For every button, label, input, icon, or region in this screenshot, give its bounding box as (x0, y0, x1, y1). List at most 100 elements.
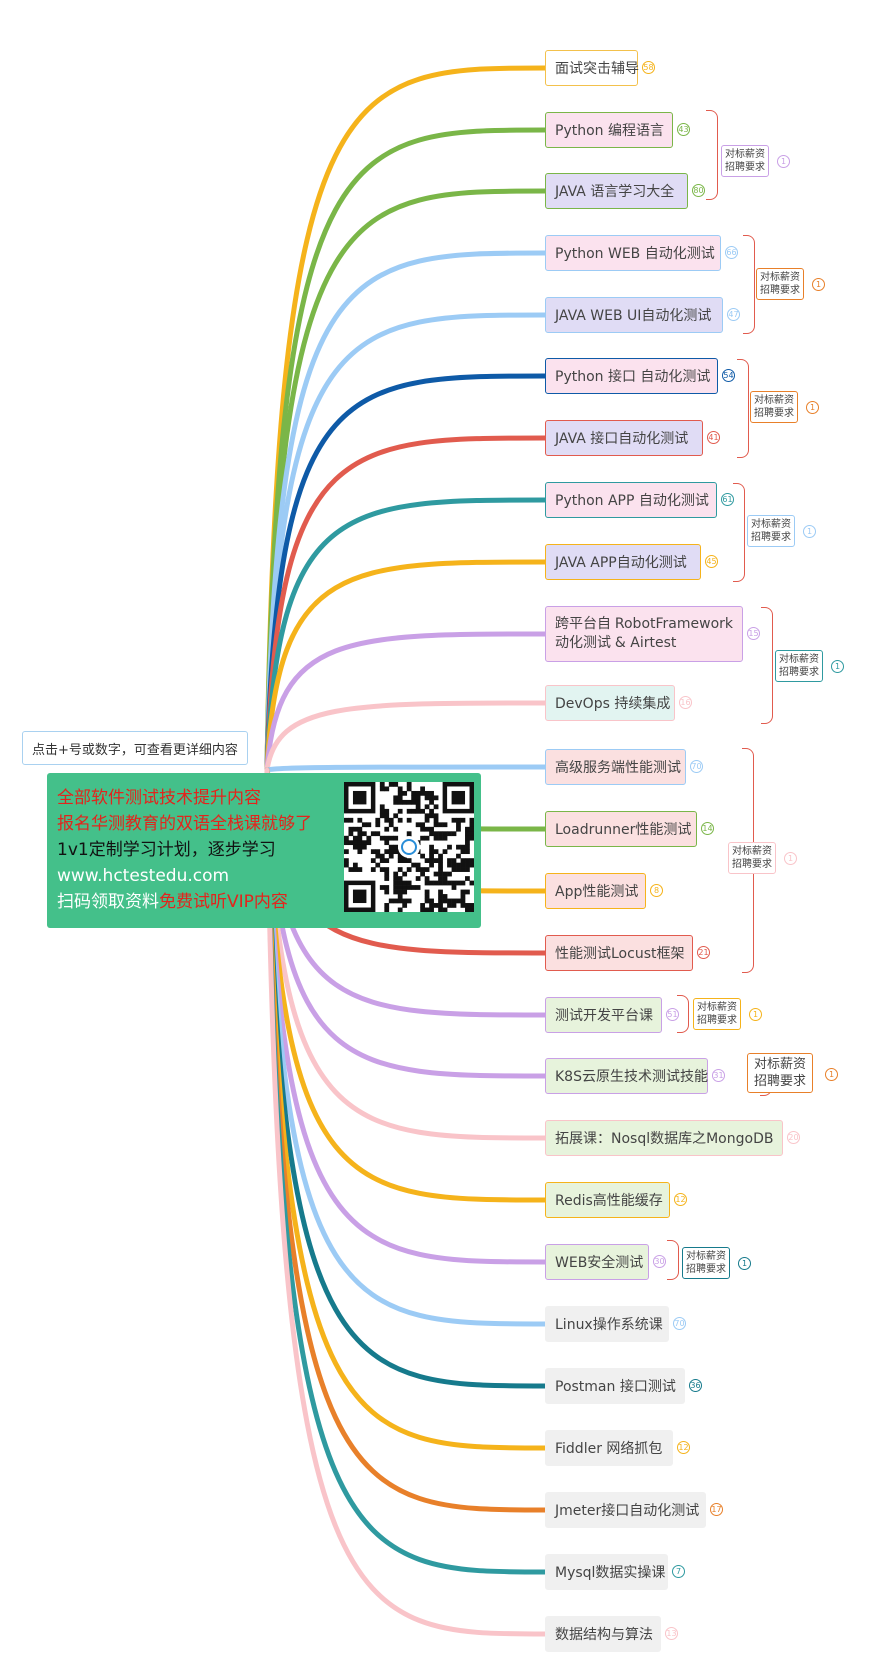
topic-count-badge[interactable]: 7 (672, 1565, 685, 1578)
topic-node-label: Linux操作系统课 (555, 1317, 663, 1333)
salary-tag-line: 招聘要求 (760, 285, 800, 296)
topic-count-badge[interactable]: 8 (650, 884, 663, 897)
group-brace (667, 1240, 679, 1280)
topic-node[interactable]: Python WEB 自动化测试 (545, 235, 721, 271)
topic-node[interactable]: JAVA APP自动化测试 (545, 544, 701, 580)
topic-count-badge[interactable]: 21 (697, 946, 710, 959)
topic-node[interactable]: Loadrunner性能测试 (545, 811, 697, 847)
topic-node[interactable]: 性能测试Locust框架 (545, 935, 693, 971)
topic-node[interactable]: WEB安全测试 (545, 1244, 649, 1280)
group-count-badge[interactable]: 1 (806, 401, 819, 414)
topic-count-badge[interactable]: 45 (705, 555, 718, 568)
topic-count-badge[interactable]: 30 (653, 1255, 666, 1268)
group-count-badge[interactable]: 1 (825, 1068, 838, 1081)
topic-node[interactable]: Fiddler 网络抓包 (545, 1430, 673, 1466)
salary-requirement-tag[interactable]: 对标薪资招聘要求 (721, 145, 769, 177)
group-count-badge[interactable]: 1 (738, 1257, 751, 1270)
salary-requirement-tag[interactable]: 对标薪资招聘要求 (756, 268, 804, 300)
topic-node-label: JAVA WEB UI自动化测试 (555, 308, 712, 324)
group-count-badge[interactable]: 1 (831, 660, 844, 673)
topic-count-badge[interactable]: 70 (673, 1317, 686, 1330)
salary-tag-line: 对标薪资 (725, 149, 765, 160)
topic-node[interactable]: Redis高性能缓存 (545, 1182, 670, 1218)
topic-count-badge[interactable]: 36 (689, 1379, 702, 1392)
branch-line (264, 767, 548, 1637)
salary-requirement-tag[interactable]: 对标薪资招聘要求 (747, 515, 795, 547)
salary-requirement-tag[interactable]: 对标薪资招聘要求 (682, 1247, 730, 1279)
branch-line (264, 631, 548, 773)
topic-count-badge[interactable]: 51 (666, 1008, 679, 1021)
topic-node-label: Postman 接口测试 (555, 1379, 676, 1395)
topic-node[interactable]: Mysql数据实操课 (545, 1554, 668, 1590)
topic-node-label: 性能测试Locust框架 (555, 946, 685, 962)
topic-count-badge[interactable]: 14 (701, 822, 714, 835)
topic-node-label: WEB安全测试 (555, 1255, 644, 1271)
branch-line (264, 700, 548, 773)
salary-requirement-tag[interactable]: 对标薪资招聘要求 (775, 650, 823, 682)
salary-tag-line: 招聘要求 (751, 532, 791, 543)
topic-node[interactable]: K8S云原生技术测试技能 (545, 1058, 708, 1094)
topic-node[interactable]: DevOps 持续集成 (545, 685, 675, 721)
topic-node[interactable]: 面试突击辅导 (545, 50, 639, 86)
topic-node-label: Python APP 自动化测试 (555, 493, 709, 509)
salary-requirement-tag[interactable]: 对标薪资招聘要求 (747, 1053, 814, 1093)
topic-node-label: JAVA APP自动化测试 (555, 555, 687, 571)
topic-count-badge[interactable]: 16 (679, 696, 692, 709)
topic-node-label: Jmeter接口自动化测试 (555, 1503, 700, 1519)
topic-node[interactable]: JAVA WEB UI自动化测试 (545, 297, 723, 333)
topic-count-badge[interactable]: 66 (725, 246, 738, 259)
topic-count-badge[interactable]: 54 (722, 369, 735, 382)
topic-node[interactable]: 测试开发平台课 (545, 997, 662, 1033)
topic-node[interactable]: Python 编程语言 (545, 112, 673, 148)
promo-banner[interactable]: 全部软件测试技术提升内容 报名华测教育的双语全栈课就够了 1v1定制学习计划，逐… (47, 773, 481, 928)
topic-node-label: 测试开发平台课 (555, 1008, 653, 1024)
topic-count-badge[interactable]: 31 (712, 1069, 725, 1082)
salary-tag-line: 对标薪资 (751, 519, 791, 530)
topic-node[interactable]: 高级服务端性能测试 (545, 749, 686, 785)
topic-count-badge[interactable]: 12 (674, 1193, 687, 1206)
group-count-badge[interactable]: 1 (784, 852, 797, 865)
qr-code-icon[interactable] (344, 782, 474, 912)
group-count-badge[interactable]: 1 (812, 278, 825, 291)
topic-count-badge[interactable]: 58 (642, 61, 655, 74)
topic-node-label: JAVA 语言学习大全 (555, 184, 675, 200)
topic-count-badge[interactable]: 70 (690, 760, 703, 773)
topic-count-badge[interactable]: 43 (677, 123, 690, 136)
topic-node-label: Python WEB 自动化测试 (555, 246, 715, 262)
salary-tag-line: 对标薪资 (760, 272, 800, 283)
topic-node[interactable]: App性能测试 (545, 873, 646, 909)
group-count-badge[interactable]: 1 (749, 1008, 762, 1021)
topic-node[interactable]: JAVA 接口自动化测试 (545, 420, 703, 456)
topic-node[interactable]: JAVA 语言学习大全 (545, 173, 688, 209)
salary-requirement-tag[interactable]: 对标薪资招聘要求 (693, 998, 741, 1030)
topic-count-badge[interactable]: 20 (787, 1131, 800, 1144)
topic-count-badge[interactable]: 47 (727, 308, 740, 321)
topic-node[interactable]: Python 接口 自动化测试 (545, 358, 718, 394)
salary-tag-line: 对标薪资 (754, 1057, 807, 1072)
group-count-badge[interactable]: 1 (777, 155, 790, 168)
promo-website[interactable]: www.hctestedu.com (57, 866, 230, 886)
topic-count-badge[interactable]: 13 (665, 1627, 678, 1640)
topic-node[interactable]: Python APP 自动化测试 (545, 482, 717, 518)
topic-node-label: 拓展课：Nosql数据库之MongoDB (555, 1131, 774, 1147)
hint-box: 点击+号或数字，可查看更详细内容 (22, 731, 248, 765)
topic-node[interactable]: Linux操作系统课 (545, 1306, 669, 1342)
topic-count-badge[interactable]: 80 (692, 184, 705, 197)
topic-node[interactable]: 数据结构与算法 (545, 1616, 661, 1652)
topic-node-label: Fiddler 网络抓包 (555, 1441, 663, 1457)
topic-count-badge[interactable]: 41 (707, 431, 720, 444)
topic-node[interactable]: 拓展课：Nosql数据库之MongoDB (545, 1120, 783, 1156)
topic-node[interactable]: Jmeter接口自动化测试 (545, 1492, 706, 1528)
promo-line-5a: 扫码领取资料 (57, 892, 159, 912)
topic-count-badge[interactable]: 15 (747, 627, 760, 640)
salary-requirement-tag[interactable]: 对标薪资招聘要求 (750, 391, 798, 423)
topic-node-label: App性能测试 (555, 884, 639, 900)
group-count-badge[interactable]: 1 (803, 525, 816, 538)
salary-requirement-tag[interactable]: 对标薪资招聘要求 (728, 842, 776, 874)
topic-count-badge[interactable]: 61 (721, 493, 734, 506)
topic-node[interactable]: Postman 接口测试 (545, 1368, 685, 1404)
topic-count-badge[interactable]: 12 (677, 1441, 690, 1454)
topic-count-badge[interactable]: 17 (710, 1503, 723, 1516)
salary-tag-line: 招聘要求 (732, 859, 772, 870)
